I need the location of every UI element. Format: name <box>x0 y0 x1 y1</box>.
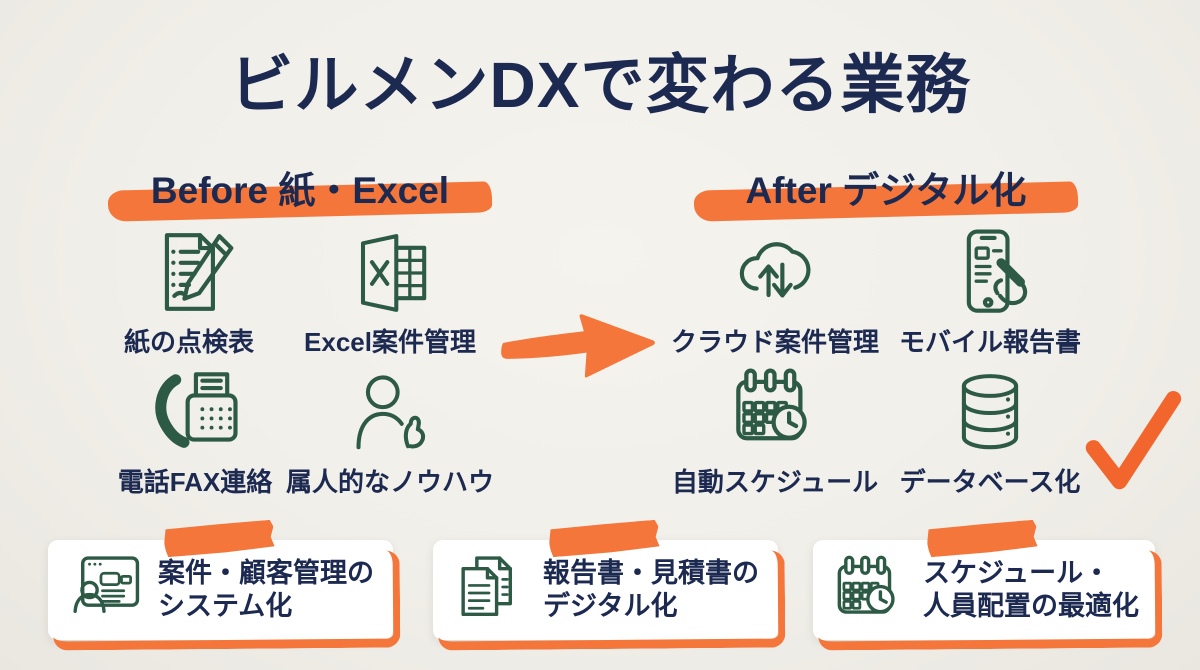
item-label: 電話FAX連絡 <box>117 467 273 497</box>
before-item: 属人的なノウハウ <box>280 364 500 499</box>
after-item: 自動スケジュール <box>665 364 885 499</box>
schedule-optimize-icon <box>831 552 907 628</box>
page-title: ビルメンDXで変わる業務 <box>229 49 971 121</box>
excel-icon <box>280 224 500 318</box>
mobile-report-icon <box>880 224 1100 318</box>
after-item: クラウド案件管理 <box>665 224 885 359</box>
before-heading-label: Before 紙・Excel <box>150 170 450 211</box>
benefit-card: スケジュール・ 人員配置の最適化 <box>813 540 1155 640</box>
benefit-text: スケジュール・ 人員配置の最適化 <box>923 557 1139 624</box>
database-icon <box>880 364 1100 458</box>
benefit-line: スケジュール・ <box>923 557 1111 588</box>
after-item: データベース化 <box>880 364 1100 499</box>
item-label: 自動スケジュール <box>671 467 879 497</box>
benefit-text: 報告書・見積書の デジタル化 <box>543 557 759 624</box>
after-heading-label: After デジタル化 <box>745 170 1027 211</box>
documents-icon <box>451 552 527 628</box>
benefit-line: 人員配置の最適化 <box>923 591 1139 621</box>
benefit-card: 報告書・見積書の デジタル化 <box>433 540 778 640</box>
benefit-line: 報告書・見積書の <box>543 557 759 588</box>
tape-decoration <box>163 520 275 558</box>
tape-decoration <box>548 520 660 558</box>
paper-checklist-icon <box>79 224 299 318</box>
item-label: Excel案件管理 <box>304 327 476 357</box>
crm-system-icon <box>66 552 142 628</box>
before-item: Excel案件管理 <box>280 224 500 359</box>
cloud-sync-icon <box>665 224 885 318</box>
benefit-text: 案件・顧客管理の システム化 <box>158 557 374 624</box>
phone-fax-icon <box>85 364 305 458</box>
before-heading: Before 紙・Excel <box>100 160 500 222</box>
benefit-card: 案件・顧客管理の システム化 <box>48 540 393 640</box>
after-item: モバイル報告書 <box>880 224 1100 359</box>
arrow-right-icon <box>498 305 663 389</box>
benefit-line: 案件・顧客管理の <box>158 557 374 588</box>
checkmark-icon <box>1082 390 1182 496</box>
item-label: モバイル報告書 <box>898 327 1081 357</box>
after-heading: After デジタル化 <box>686 160 1086 222</box>
before-item: 紙の点検表 <box>79 224 299 359</box>
calendar-clock-icon <box>665 364 885 458</box>
item-label: 属人的なノウハウ <box>285 467 494 497</box>
item-label: データベース化 <box>899 467 1081 497</box>
item-label: クラウド案件管理 <box>670 327 879 357</box>
item-label: 紙の点検表 <box>123 327 254 357</box>
before-item: 電話FAX連絡 <box>85 364 305 499</box>
tape-decoration <box>926 520 1038 558</box>
benefit-line: システム化 <box>158 591 293 621</box>
person-knowhow-icon <box>280 364 500 458</box>
benefit-line: デジタル化 <box>543 591 678 621</box>
